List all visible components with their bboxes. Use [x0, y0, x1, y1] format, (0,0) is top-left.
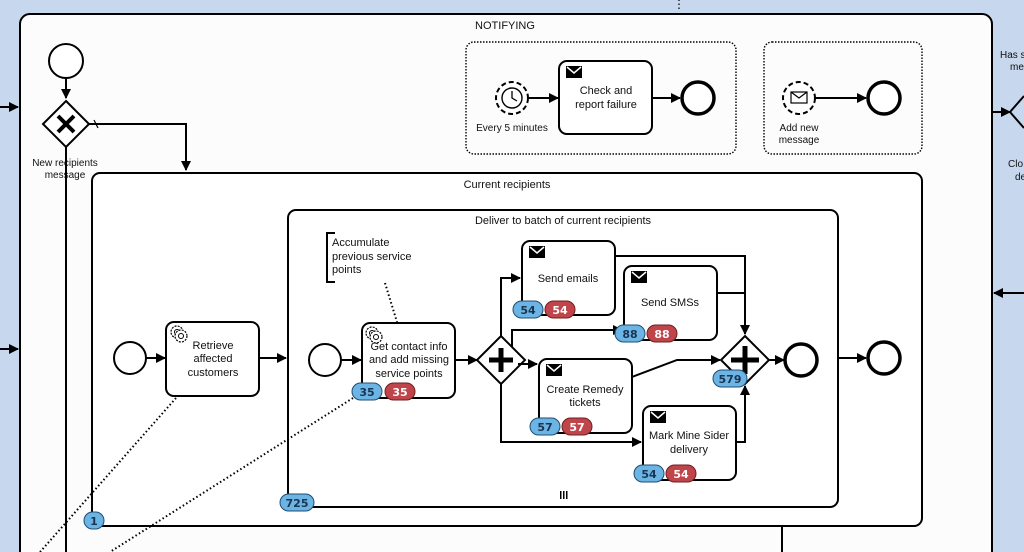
end-event[interactable] — [866, 80, 902, 116]
svg-text:1: 1 — [90, 515, 98, 528]
task-label: Retrieve — [193, 340, 234, 352]
sequence-flow — [511, 325, 623, 347]
start-event[interactable] — [113, 341, 147, 375]
text-annotation — [326, 232, 335, 283]
badge-subprocess-count: 725 — [279, 493, 315, 512]
plus-icon — [489, 348, 513, 372]
envelope-icon — [630, 270, 648, 284]
svg-text:579: 579 — [719, 373, 742, 386]
end-event[interactable] — [783, 342, 819, 378]
badge-completed: 88 — [646, 324, 678, 343]
task-label: Check and — [580, 85, 633, 97]
badge-completed: 57 — [561, 417, 593, 436]
right-lane-label: Clo — [1008, 159, 1023, 170]
event-subprocess-timer[interactable] — [465, 41, 737, 155]
right-lane-label: Has s — [1000, 50, 1024, 61]
message-start-event[interactable] — [782, 81, 816, 115]
timer-label: Every 5 minutes — [476, 123, 548, 134]
association — [384, 282, 398, 323]
badge-active: 88 — [614, 324, 646, 343]
process-title: NOTIFYING — [475, 20, 535, 32]
default-flow-marker — [93, 119, 99, 129]
ellipsis-mark: ⋮ — [673, 0, 685, 11]
default-flow — [89, 123, 191, 171]
svg-text:54: 54 — [641, 468, 657, 481]
task-label: tickets — [569, 397, 601, 409]
task-label: and add missing — [369, 354, 449, 366]
plus-icon — [731, 346, 759, 374]
envelope-icon — [528, 245, 546, 259]
sequence-flow — [631, 355, 721, 378]
badge-active: 54 — [512, 300, 544, 319]
subprocess-title: Current recipients — [464, 179, 551, 191]
envelope-icon — [649, 410, 667, 424]
x-icon — [56, 114, 76, 134]
badge-completed: 35 — [384, 382, 416, 401]
svg-text:725: 725 — [286, 497, 309, 510]
right-lane-label: me — [1010, 62, 1024, 73]
sequence-flow — [736, 385, 750, 443]
envelope-icon — [545, 363, 563, 377]
badge-active: 35 — [351, 382, 383, 401]
badge-active: 57 — [529, 417, 561, 436]
task-label: affected — [194, 353, 233, 365]
envelope-icon — [565, 65, 583, 79]
svg-text:57: 57 — [537, 421, 552, 434]
task-label: Get contact info — [370, 341, 447, 353]
right-lane-label: de — [1015, 172, 1024, 183]
task-label: customers — [188, 367, 239, 379]
badge-process-count: 1 — [83, 511, 105, 530]
event-subprocess-message[interactable] — [763, 41, 923, 155]
task-label: delivery — [670, 444, 708, 456]
sequence-flow — [615, 255, 750, 335]
sequence-flow — [500, 273, 521, 336]
badge-gateway-count: 579 — [712, 369, 748, 388]
badge-active: 54 — [633, 464, 665, 483]
task-label: service points — [375, 368, 443, 380]
start-event[interactable] — [308, 343, 342, 377]
multi-instance-marker — [560, 491, 568, 499]
svg-text:54: 54 — [552, 304, 568, 317]
svg-text:57: 57 — [569, 421, 584, 434]
badge-completed: 54 — [665, 464, 697, 483]
message-label: Add new — [780, 123, 820, 134]
message-label-2: message — [779, 135, 820, 146]
task-label: report failure — [575, 99, 637, 111]
svg-text:54: 54 — [673, 468, 689, 481]
task-label: Create Remedy — [546, 384, 624, 396]
start-event[interactable] — [48, 43, 84, 79]
annotation-text: points — [332, 264, 362, 276]
svg-text:88: 88 — [654, 328, 669, 341]
gear-icon — [174, 329, 188, 343]
sequence-flow — [500, 384, 642, 447]
task-label: Send SMSs — [641, 297, 700, 309]
end-event[interactable] — [866, 340, 902, 376]
annotation-text: previous service — [332, 251, 411, 263]
end-event[interactable] — [680, 80, 716, 116]
timer-start-event[interactable] — [495, 81, 529, 115]
badge-completed: 54 — [544, 300, 576, 319]
annotation-text: Accumulate — [332, 237, 389, 249]
subprocess-title: Deliver to batch of current recipients — [475, 215, 652, 227]
svg-text:54: 54 — [520, 304, 536, 317]
svg-text:88: 88 — [622, 328, 637, 341]
task-label: Send emails — [538, 273, 599, 285]
svg-text:35: 35 — [359, 386, 374, 399]
svg-text:35: 35 — [392, 386, 407, 399]
task-label: Mark Mine Sider — [649, 430, 729, 442]
gateway-partial — [1008, 95, 1024, 129]
